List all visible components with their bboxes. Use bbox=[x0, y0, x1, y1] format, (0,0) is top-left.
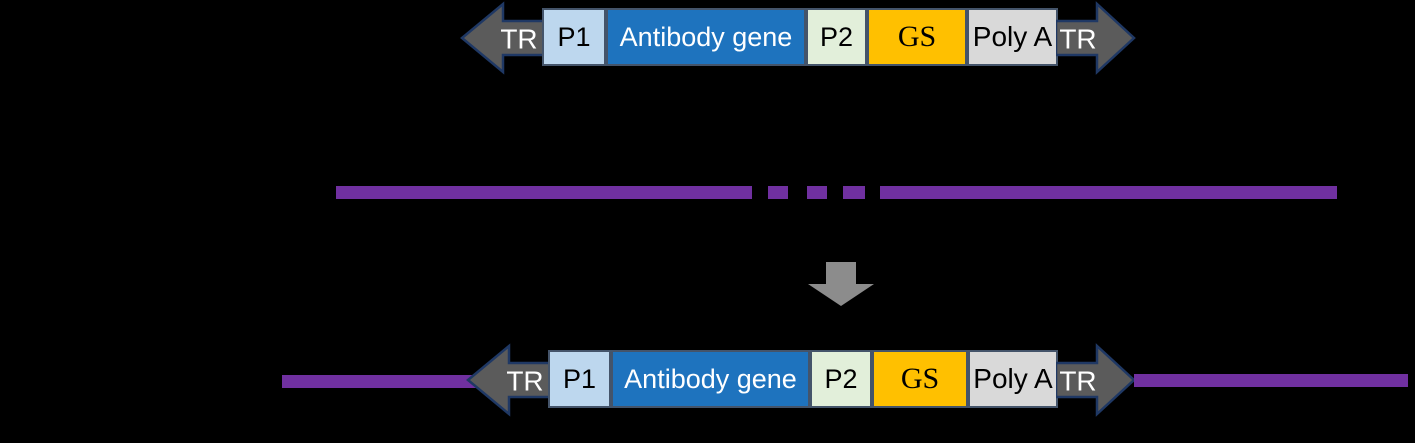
tr-arrow-left-shape bbox=[466, 343, 555, 417]
poly-a-box: Poly A bbox=[967, 8, 1058, 66]
gs-selection-marker-box: GS bbox=[867, 8, 967, 66]
tr-arrow-right-integrated: TR bbox=[1056, 343, 1136, 417]
integration-down-arrow-shape bbox=[808, 262, 874, 306]
chromosome-line-left-segment bbox=[336, 186, 752, 199]
integration-down-arrow-icon bbox=[808, 262, 874, 306]
tr-label: TR bbox=[506, 366, 543, 397]
poly-a-label: Poly A bbox=[972, 21, 1053, 52]
gs-label: GS bbox=[897, 20, 937, 53]
chromosome-dash-1 bbox=[768, 186, 788, 199]
antibody-gene-box: Antibody gene bbox=[606, 8, 806, 66]
promoter-p2-label: P2 bbox=[819, 21, 854, 52]
promoter-p2-box-integrated: P2 bbox=[810, 350, 872, 408]
promoter-p1-box: P1 bbox=[542, 8, 606, 66]
promoter-p1-box-integrated: P1 bbox=[548, 350, 611, 408]
integrated-chromosome-right-segment bbox=[1134, 374, 1408, 387]
antibody-gene-label: Antibody gene bbox=[624, 363, 797, 394]
poly-a-box-integrated: Poly A bbox=[968, 350, 1058, 408]
chromosome-dash-2 bbox=[807, 186, 827, 199]
poly-a-label: Poly A bbox=[973, 363, 1053, 394]
gs-selection-marker-box-integrated: GS bbox=[872, 350, 968, 408]
tr-arrow-right-shape bbox=[1056, 1, 1136, 75]
promoter-p2-label: P2 bbox=[824, 363, 858, 394]
chromosome-dash-3 bbox=[843, 186, 865, 199]
promoter-p1-label: P1 bbox=[562, 363, 597, 394]
tr-label: TR bbox=[1059, 24, 1096, 55]
gs-label: GS bbox=[900, 362, 940, 395]
promoter-p2-box: P2 bbox=[806, 8, 867, 66]
promoter-p1-label: P1 bbox=[557, 21, 591, 52]
tr-arrow-left-integrated: TR bbox=[466, 343, 555, 417]
tr-arrow-right-shape bbox=[1056, 343, 1136, 417]
tr-arrow-left-shape bbox=[460, 1, 549, 75]
tr-arrow-left: TR bbox=[460, 1, 549, 75]
tr-arrow-right: TR bbox=[1056, 1, 1136, 75]
tr-label: TR bbox=[500, 24, 537, 55]
integrated-chromosome-left-segment bbox=[282, 375, 478, 388]
tr-label: TR bbox=[1059, 366, 1096, 397]
antibody-gene-box-integrated: Antibody gene bbox=[611, 350, 810, 408]
antibody-gene-label: Antibody gene bbox=[619, 21, 793, 52]
chromosome-line-right-segment bbox=[880, 186, 1337, 199]
